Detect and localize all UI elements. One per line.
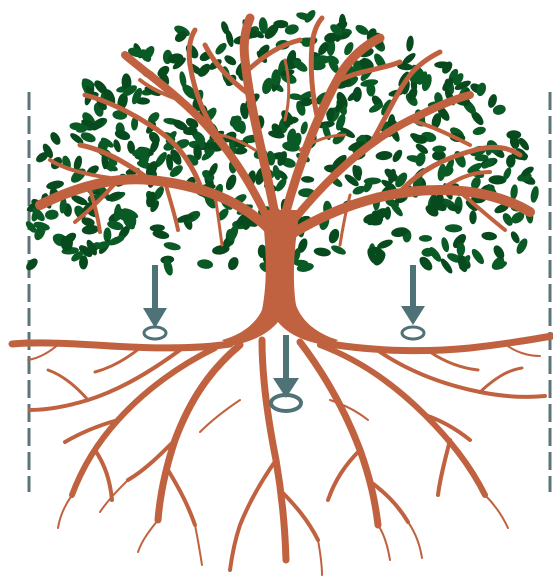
center-root-marker: [271, 335, 301, 411]
leaf: [440, 236, 450, 252]
leaf: [294, 260, 309, 267]
leaf: [417, 254, 435, 273]
tree-roots: [12, 336, 552, 575]
root: [138, 520, 158, 552]
root: [485, 495, 508, 528]
leaf: [469, 210, 477, 224]
ring-marker-icon: [144, 327, 166, 339]
root: [318, 540, 322, 575]
leaf: [223, 53, 238, 67]
leaf: [445, 224, 463, 233]
leaf: [197, 258, 214, 269]
root: [480, 368, 522, 392]
ring-marker-icon: [402, 327, 424, 339]
root: [230, 460, 276, 570]
root: [430, 352, 478, 370]
leaf: [330, 243, 347, 256]
leaf: [226, 255, 241, 271]
leaf: [24, 256, 40, 272]
leaf: [529, 185, 540, 203]
root: [380, 352, 545, 397]
twig: [165, 182, 178, 230]
leaf: [481, 231, 497, 241]
root: [168, 470, 195, 525]
root: [378, 525, 390, 560]
root: [58, 495, 72, 528]
root: [262, 340, 286, 560]
left-drip-marker: [143, 265, 167, 339]
root: [100, 480, 128, 512]
leaf: [472, 125, 487, 136]
leaf: [352, 87, 362, 103]
root: [95, 450, 112, 500]
right-drip-marker: [401, 265, 425, 339]
twig: [285, 60, 289, 120]
leaf: [45, 209, 60, 220]
leaf: [491, 244, 506, 261]
root: [328, 450, 360, 500]
leaf: [375, 150, 393, 160]
trunk: [222, 210, 338, 346]
leaf: [301, 176, 315, 183]
leaf: [391, 148, 405, 164]
leaf: [150, 224, 165, 232]
root: [195, 525, 202, 565]
arrowhead: [143, 308, 167, 328]
root-right-surface: [330, 336, 552, 351]
leaf: [432, 145, 446, 152]
root: [438, 440, 450, 495]
root: [200, 400, 240, 432]
root: [72, 348, 215, 495]
arrowhead: [401, 306, 425, 325]
root: [408, 522, 422, 558]
root: [48, 370, 88, 400]
leaf: [224, 173, 239, 192]
leaf: [313, 247, 331, 258]
leaf: [48, 130, 62, 146]
leaf: [405, 35, 414, 52]
leaf: [419, 235, 432, 242]
root: [95, 348, 140, 372]
root-left-surface: [12, 343, 230, 348]
leaf: [431, 195, 439, 210]
leaf: [213, 41, 228, 57]
leaf: [163, 241, 182, 252]
leaf: [470, 247, 487, 266]
